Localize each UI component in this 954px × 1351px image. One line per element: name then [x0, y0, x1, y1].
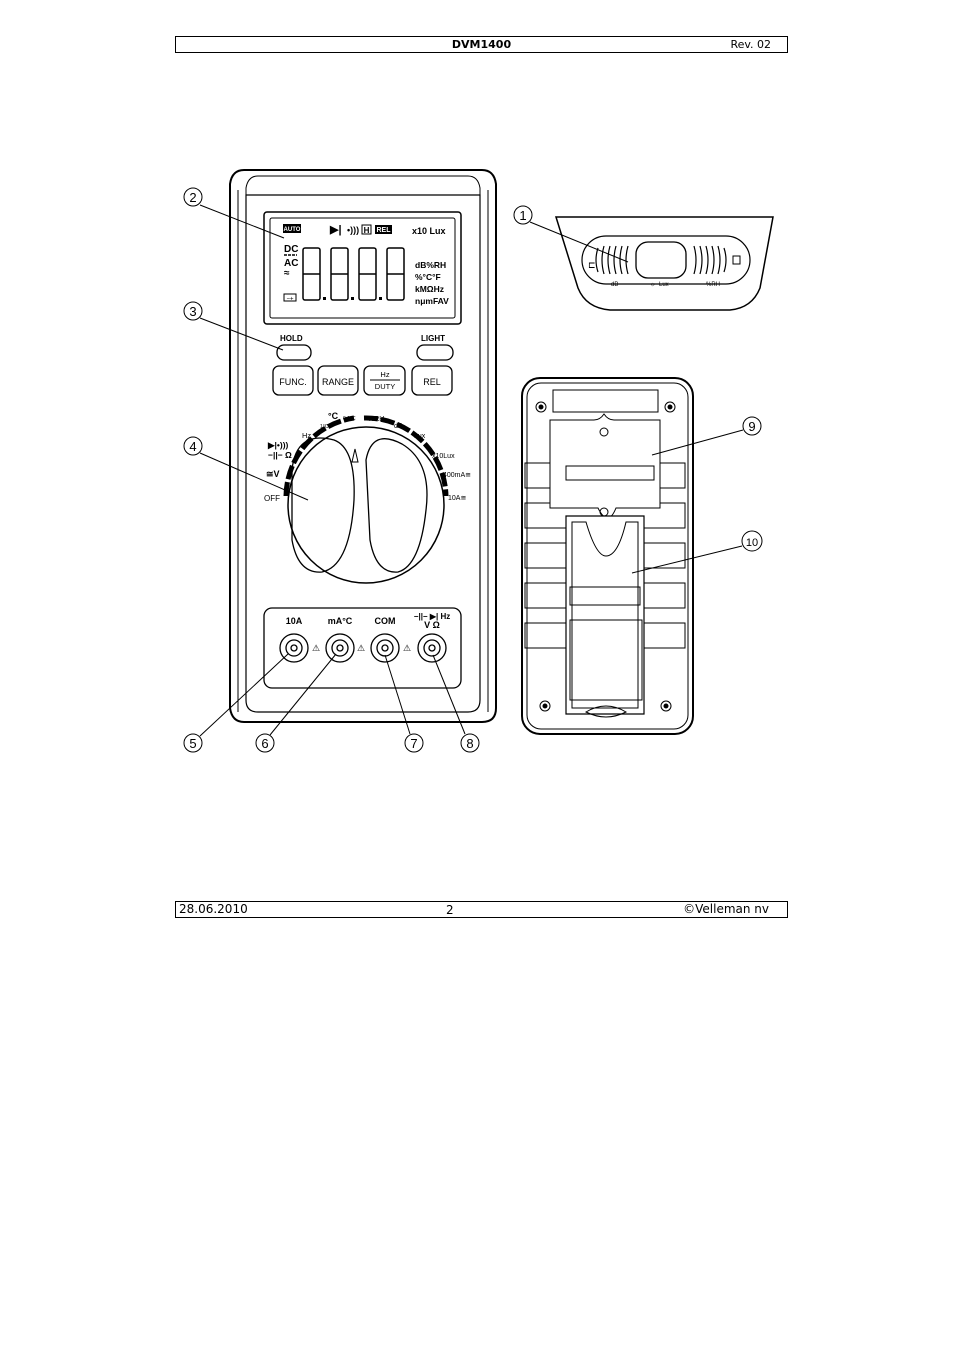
lcd-x10lux-label: x10 Lux — [412, 226, 446, 236]
lcd-display: AUTO ▶| •))) H REL x10 Lux DC AC ≈ −+ dB… — [283, 224, 449, 306]
light-button[interactable] — [416, 344, 454, 361]
dial-volt-label: ≅V — [266, 469, 280, 479]
svg-text:☼: ☼ — [650, 282, 656, 288]
dial-1c-label: 1°C — [320, 424, 329, 430]
dial-off-label: OFF — [264, 494, 280, 503]
terminal-ma-label: mA°C — [328, 616, 353, 626]
light-label: LIGHT — [421, 334, 445, 343]
lcd-unit-line-4: nμmFAV — [415, 296, 449, 306]
page-footer: 28.06.2010 2 ©Velleman nv — [175, 901, 788, 918]
rel-label: REL — [423, 377, 441, 387]
hz-label: Hz — [380, 370, 389, 379]
lcd-auto-label: AUTO — [284, 227, 301, 233]
dial-400ma-label: 400mA≅ — [443, 472, 471, 479]
svg-text:⚠: ⚠ — [312, 643, 320, 653]
page-header: DVM1400 Rev. 02 — [175, 36, 788, 53]
dial-db-label: dB — [394, 423, 403, 430]
sensor-db-label: dB — [611, 282, 618, 288]
lcd-digits — [302, 247, 405, 301]
dial-celsius-label: °C — [328, 411, 339, 421]
hz-duty-button[interactable] — [363, 365, 406, 396]
footer-date: 28.06.2010 — [179, 902, 248, 916]
callout-1: 1 — [519, 208, 526, 223]
lcd-dc-label: DC — [284, 244, 298, 255]
callout-3: 3 — [189, 304, 196, 319]
func-button[interactable] — [272, 365, 314, 396]
callout-5: 5 — [189, 736, 196, 751]
footer-copyright: ©Velleman nv — [683, 902, 769, 916]
callout-6: 6 — [261, 736, 268, 751]
dial-rh-label: %RH — [368, 416, 384, 423]
callout-markers: 1 2 3 4 5 6 7 8 9 10 — [183, 187, 763, 753]
dial-cap-ohm-label: −||− Ω — [268, 450, 292, 460]
svg-text:⚠: ⚠ — [357, 643, 365, 653]
range-button[interactable] — [317, 365, 359, 396]
rotary-dial[interactable]: OFF ≅V ▶|•))) −||− Ω Hz 1°C °C 0.1°C %RH… — [264, 411, 471, 584]
range-label: RANGE — [322, 377, 354, 387]
lcd-rel-label: REL — [377, 227, 392, 234]
callout-7: 7 — [410, 736, 417, 751]
callout-9: 9 — [748, 419, 755, 434]
jack-10a[interactable] — [279, 633, 309, 663]
sensor-rh-label: %RH — [706, 282, 720, 288]
svg-text:≈: ≈ — [284, 268, 290, 279]
callout-2: 2 — [189, 190, 196, 205]
terminal-10a-label: 10A — [286, 616, 303, 626]
terminal-com-label: COM — [375, 616, 396, 626]
hold-button[interactable] — [276, 344, 312, 361]
input-terminals: 10A mA°C COM −||− ▶| Hz V Ω ⚠ ⚠ ⚠ — [263, 607, 462, 689]
callout-10: 10 — [746, 537, 758, 549]
sensor-lux-label: Lux — [659, 282, 669, 288]
rel-button[interactable] — [411, 365, 453, 396]
terminal-vhz-bottom-label: V Ω — [424, 620, 440, 630]
dial-10a-label: 10A≅ — [448, 495, 466, 502]
jack-vhz[interactable] — [417, 633, 447, 663]
dial-diode-label: ▶|•))) — [267, 440, 289, 450]
jack-com[interactable] — [370, 633, 400, 663]
button-panel: HOLD LIGHT FUNC. RANGE Hz DUTY REL — [272, 334, 454, 396]
lcd-beep-icon: •))) — [347, 225, 359, 235]
svg-text:−+: −+ — [286, 297, 294, 303]
dial-lux-label: Lux — [414, 433, 426, 440]
lcd-unit-line-2: %°C°F — [415, 272, 441, 282]
duty-label: DUTY — [375, 382, 395, 391]
svg-text:⊏: ⊏ — [588, 260, 596, 270]
svg-text:⚠: ⚠ — [403, 643, 411, 653]
callout-4: 4 — [189, 439, 196, 454]
meter-back-view — [521, 377, 694, 735]
lcd-hold-icon: H — [364, 226, 370, 235]
lcd-unit-line-1: dB%RH — [415, 260, 446, 270]
dial-hz-label: Hz — [302, 431, 311, 440]
dial-01c-label: 0.1°C — [343, 416, 356, 422]
jack-ma[interactable] — [325, 633, 355, 663]
meter-front-view — [229, 169, 497, 723]
func-label: FUNC. — [279, 377, 307, 387]
terminal-vhz-top-label: −||− ▶| Hz — [414, 612, 450, 621]
hold-label: HOLD — [280, 334, 303, 343]
revision-label: Rev. 02 — [730, 38, 771, 51]
callout-8: 8 — [466, 736, 473, 751]
meter-top-view: ⊏ dB ☼ Lux %RH — [554, 216, 774, 311]
lcd-ac-label: AC — [284, 258, 298, 269]
page-number: 2 — [446, 903, 454, 917]
dial-x10lux-label: x10Lux — [432, 453, 455, 460]
lcd-diode-icon: ▶| — [329, 224, 342, 236]
lcd-unit-line-3: kMΩHz — [415, 284, 444, 294]
document-title: DVM1400 — [451, 38, 512, 51]
